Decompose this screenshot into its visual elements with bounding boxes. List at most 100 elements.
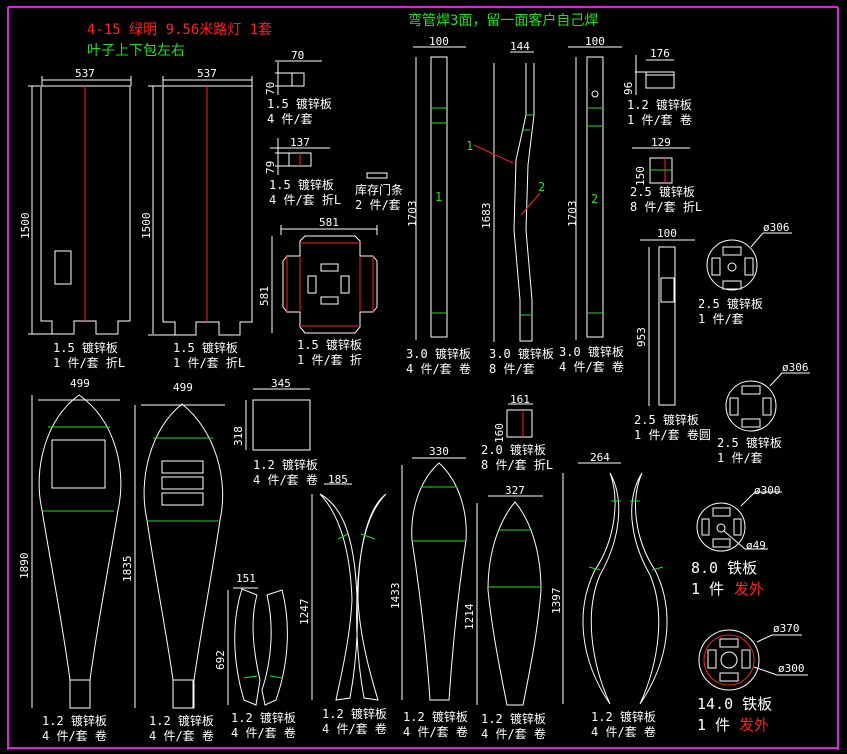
part-leaf-1835	[134, 403, 225, 709]
part-disc-306b	[725, 372, 810, 432]
part-spec: 1.2 镀锌板	[322, 707, 387, 721]
dim-width: 161	[510, 393, 530, 406]
marker-label: 1	[466, 139, 474, 153]
part-spec: 2.5 镀锌板	[630, 185, 695, 199]
dim-height: 150	[634, 166, 647, 186]
part-small-176	[635, 55, 675, 95]
part-qty: 8 件/套	[489, 362, 535, 376]
dim-height: 160	[493, 423, 506, 443]
part-spec: 1.5 镀锌板	[297, 338, 362, 352]
dim-height: 1890	[18, 552, 31, 579]
part-qty: 8 件/套 折L	[481, 458, 554, 472]
part-spec: 2.5 镀锌板	[698, 297, 763, 311]
dim-width: 70	[291, 49, 305, 62]
part-qty: 4 件/套 卷	[253, 473, 318, 487]
part-spec: 8.0 铁板	[691, 559, 758, 577]
dim-diameter: ø306	[782, 361, 809, 374]
part-panel-a	[28, 76, 132, 335]
part-leaf-327	[476, 495, 543, 706]
dim-hole: ø49	[746, 539, 766, 552]
dim-width: 185	[328, 473, 348, 486]
dim-width: 176	[650, 47, 670, 60]
dim-height: 953	[635, 327, 648, 347]
dim-height: 1835	[121, 555, 134, 582]
dim-width: 144	[510, 40, 530, 53]
part-bracket-161	[506, 403, 533, 438]
dim-width: 151	[236, 572, 256, 585]
dim-width: 537	[197, 67, 217, 80]
part-qty: 4 件/套 卷	[149, 729, 214, 743]
part-spec: 14.0 铁板	[697, 695, 773, 713]
part-qty: 1 件/套 折	[297, 353, 362, 367]
drawing-frame	[7, 6, 839, 750]
part-spec: 1.2 镀锌板	[42, 714, 107, 728]
dim-width: 129	[651, 136, 671, 149]
part-qty: 1 件/套 折L	[173, 356, 246, 370]
dim-height: 1703	[406, 200, 419, 227]
part-box-581	[271, 225, 378, 334]
part-horn-185	[311, 483, 387, 701]
dim-width: 100	[429, 35, 449, 48]
dim-diameter: ø300	[754, 484, 781, 497]
part-strip-953	[640, 239, 695, 406]
weld-note: 弯管焊3面，留一面客户自己焊	[408, 13, 599, 29]
dim-height: 1247	[298, 598, 311, 625]
part-qty: 1 件/套	[698, 312, 744, 326]
part-spec: 1.5 镀锌板	[267, 97, 332, 111]
part-spec: 1.5 镀锌板	[53, 341, 118, 355]
part-panel-b	[148, 76, 253, 336]
part-qty: 4 件/套 卷	[322, 722, 387, 736]
part-qty: 4 件/套 卷	[42, 729, 107, 743]
part-tube-2	[568, 46, 622, 340]
dim-height: 1683	[480, 202, 493, 229]
dim-height: 1500	[140, 212, 153, 239]
dim-width: 264	[590, 451, 610, 464]
dim-width: 537	[75, 67, 95, 80]
dim-height: 1433	[389, 582, 402, 609]
dim-diameter: ø370	[773, 622, 800, 635]
part-qty: 4 件/套 折L	[269, 193, 342, 207]
part-qty: 2 件/套	[355, 198, 401, 212]
part-spec: 1.2 镀锌板	[149, 714, 214, 728]
part-door-strip	[366, 172, 388, 179]
dim-width: 345	[271, 377, 291, 390]
part-qty: 8 件/套 折L	[630, 200, 703, 214]
part-small-129	[632, 147, 690, 184]
part-qty: 1 件/套	[717, 451, 763, 465]
dim-width: 581	[319, 216, 339, 229]
dim-width: 327	[505, 484, 525, 497]
part-spec: 3.0 镀锌板	[406, 347, 471, 361]
part-spec: 1.2 镀锌板	[231, 711, 296, 725]
marker-label: 1	[435, 190, 443, 204]
part-qty: 4 件/套 卷	[481, 727, 546, 741]
part-qty: 4 件/套 卷	[559, 360, 624, 374]
dim-diameter: ø306	[763, 221, 790, 234]
outsource-note: 发外	[739, 716, 770, 734]
part-qty: 4 件/套 卷	[403, 725, 468, 739]
dim-height: 1214	[463, 603, 476, 630]
dim-width: 499	[173, 381, 193, 394]
part-plate-345	[245, 388, 311, 451]
dim-width: 100	[657, 227, 677, 240]
part-plate-370	[698, 629, 808, 691]
marker-label: 2	[591, 192, 599, 206]
dim-height: 79	[264, 160, 277, 174]
part-spec: 1.2 镀锌板	[627, 98, 692, 112]
dim-height: 1703	[566, 200, 579, 227]
dim-height: 692	[214, 650, 227, 670]
part-spec: 2.5 镀锌板	[634, 413, 699, 427]
part-spec: 1.2 镀锌板	[481, 712, 546, 726]
dim-width: 100	[585, 35, 605, 48]
drawing-subtitle: 叶子上下包左右	[87, 43, 185, 59]
part-spec: 3.0 镀锌板	[559, 345, 624, 359]
part-tube-1	[413, 46, 466, 340]
part-spec: 2.0 镀锌板	[481, 443, 546, 457]
part-spec: 2.5 镀锌板	[717, 436, 782, 450]
part-qty: 4 件/套 卷	[231, 726, 296, 740]
part-spec: 1.2 镀锌板	[253, 458, 318, 472]
dim-width: 499	[70, 377, 90, 390]
part-wave-264	[562, 462, 668, 705]
part-small-137	[270, 138, 330, 175]
part-leaf-1890	[31, 394, 122, 709]
